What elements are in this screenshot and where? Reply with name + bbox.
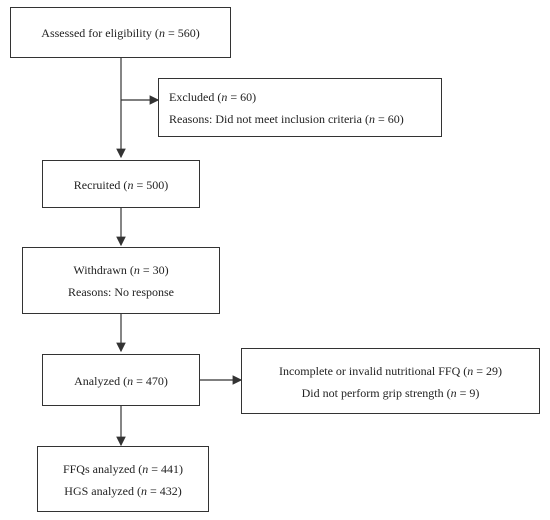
incomplete-box: Incomplete or invalid nutritional FFQ (n…: [241, 348, 540, 414]
recruited-text: Recruited (n = 500): [73, 178, 169, 192]
no-grip-strength-line: Did not perform grip strength (n = 9): [301, 386, 480, 400]
excluded-reasons: Reasons: Did not meet inclusion criteria…: [169, 112, 404, 126]
analyzed-text: Analyzed (n = 470): [74, 374, 168, 388]
incomplete-ffq-line: Incomplete or invalid nutritional FFQ (n…: [278, 364, 503, 378]
hgs-analyzed-line: HGS analyzed (n = 432): [64, 484, 182, 498]
excluded-box: Excluded (n = 60) Reasons: Did not meet …: [158, 78, 442, 137]
final-analyzed-box: FFQs analyzed (n = 441) HGS analyzed (n …: [37, 446, 209, 512]
assessed-text: Assessed for eligibility (n = 560): [41, 26, 200, 40]
withdrawn-text: Withdrawn (n = 30): [73, 263, 169, 277]
ffqs-analyzed-line: FFQs analyzed (n = 441): [62, 462, 184, 476]
withdrawn-box: Withdrawn (n = 30) Reasons: No response: [22, 247, 220, 314]
analyzed-box: Analyzed (n = 470): [42, 354, 200, 406]
recruited-box: Recruited (n = 500): [42, 160, 200, 208]
assessed-box: Assessed for eligibility (n = 560): [10, 7, 231, 58]
withdrawn-reasons: Reasons: No response: [68, 285, 174, 299]
excluded-line-1: Excluded (n = 60): [169, 90, 257, 104]
